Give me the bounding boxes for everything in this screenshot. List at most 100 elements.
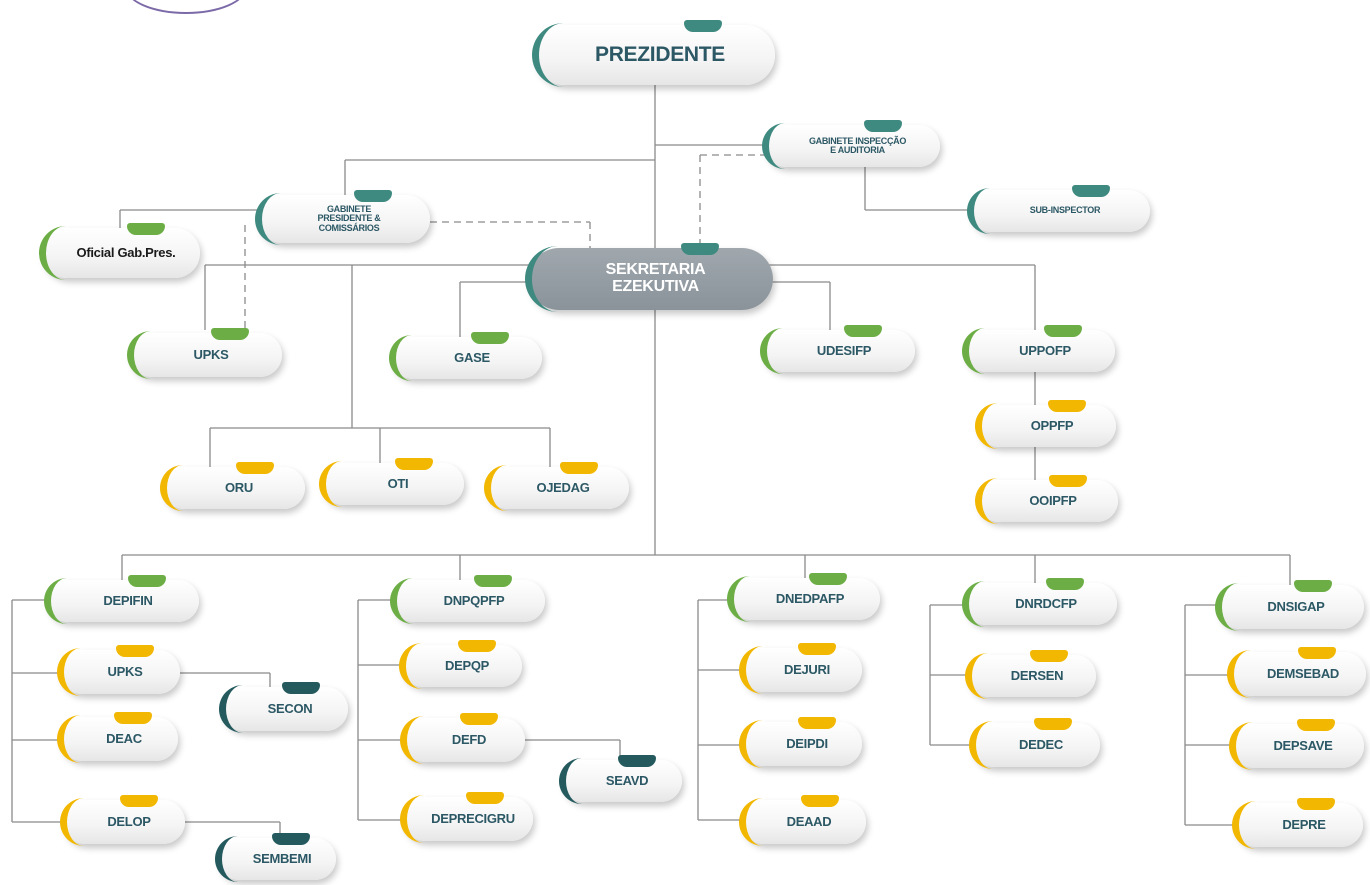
green-arc-icon [962, 328, 1038, 374]
yellow-arc-icon [975, 403, 1045, 449]
yellow-tab-icon [457, 640, 496, 652]
green-tab-icon [471, 332, 509, 344]
node-sub-inspector: SUB-INSPECTOR [967, 185, 1150, 234]
node-label: DEPRECIGRU [431, 811, 515, 827]
yellow-tab-icon [114, 712, 153, 724]
node-label: DEPQP [444, 658, 489, 674]
node-label: PREZIDENTE [594, 42, 725, 66]
node-dnedpafp: DNEDPAFP [727, 573, 880, 622]
node-defd: DEFD [400, 713, 525, 764]
node-label: DEIPDI [786, 736, 828, 752]
node-label: DNSIGAP [1267, 599, 1325, 615]
node-dejuri: DEJURI [739, 643, 862, 694]
node-upks-top: UPKS [127, 328, 282, 379]
yellow-tab-icon [460, 713, 499, 725]
node-depifin: DEPIFIN [44, 575, 199, 624]
node-label: SEKRETARIA EZEKUTIVA [605, 261, 706, 295]
node-label: DERSEN [1010, 668, 1064, 684]
teal-tab-icon [354, 190, 393, 202]
yellow-arc-icon [57, 715, 118, 763]
yellow-tab-icon [1296, 798, 1335, 810]
dark-arc-icon [219, 685, 284, 733]
green-tab-icon [473, 575, 512, 587]
dark-arc-icon [559, 758, 621, 804]
node-label: DEMSEBAD [1267, 666, 1339, 682]
node-dnrdcfp: DNRDCFP [962, 578, 1117, 627]
node-gabinete-presidente: GABINETE PRESIDENTE & COMISSÁRIOS [255, 190, 430, 245]
teal-tab-icon [1072, 185, 1111, 197]
node-label: OOIPFP [1029, 493, 1077, 509]
yellow-arc-icon [1232, 801, 1298, 849]
node-depre: DEPRE [1232, 798, 1363, 849]
teal-arc-icon [525, 246, 645, 312]
node-label: ORU [225, 480, 253, 496]
green-arc-icon [389, 335, 465, 381]
teal-tab-icon [684, 20, 723, 32]
node-deac: DEAC [57, 712, 178, 763]
yellow-tab-icon [1047, 400, 1086, 412]
teal-tab-icon [681, 243, 720, 255]
node-label: DNPQPFP [443, 593, 505, 609]
node-delop: DELOP [60, 795, 185, 846]
node-label: GABINETE PRESIDENTE & COMISSÁRIOS [317, 203, 381, 233]
green-arc-icon [1215, 583, 1289, 631]
green-tab-icon [210, 328, 249, 340]
green-arc-icon [44, 578, 121, 624]
yellow-tab-icon [1033, 718, 1072, 730]
node-label: DEPSAVE [1273, 738, 1333, 754]
node-label: DEDEC [1018, 737, 1063, 753]
node-label: DNEDPAFP [775, 591, 845, 607]
node-deipdi: DEIPDI [739, 717, 862, 768]
green-tab-icon [1044, 325, 1082, 337]
node-oficial-gab: Oficial Gab.Pres. [39, 223, 200, 280]
yellow-tab-icon [1296, 719, 1335, 731]
yellow-tab-icon [394, 458, 433, 470]
green-arc-icon [390, 578, 467, 624]
node-udesifp: UDESIFP [760, 325, 915, 374]
yellow-arc-icon [965, 653, 1031, 699]
yellow-arc-icon [484, 465, 556, 511]
teal-arc-icon [762, 123, 850, 169]
yellow-tab-icon [235, 462, 274, 474]
node-secon: SECON [219, 682, 348, 733]
node-depqp: DEPQP [399, 640, 522, 689]
node-deaad: DEAAD [739, 795, 866, 846]
yellow-tab-icon [466, 792, 505, 804]
green-arc-icon [39, 226, 119, 280]
node-label: SEMBEMI [252, 851, 312, 867]
node-demsebad: DEMSEBAD [1227, 647, 1366, 698]
node-label: DEJURI [784, 662, 830, 678]
node-label: DELOP [107, 814, 151, 830]
teal-tab-icon [863, 120, 902, 132]
node-upks: UPKS [57, 645, 180, 696]
node-label: OTI [387, 476, 409, 492]
node-label: Oficial Gab.Pres. [76, 245, 176, 261]
node-label: OJEDAG [536, 480, 590, 496]
yellow-tab-icon [797, 717, 836, 729]
node-dersen: DERSEN [965, 650, 1096, 699]
node-label: DEAC [106, 731, 142, 747]
yellow-arc-icon [400, 795, 467, 843]
node-oppfp: OPPFP [975, 400, 1116, 449]
node-dnsigap: DNSIGAP [1215, 580, 1364, 631]
node-label: DEAAD [786, 814, 832, 830]
teal-arc-icon [255, 193, 341, 245]
yellow-arc-icon [739, 720, 801, 768]
node-oru: ORU [160, 462, 305, 511]
node-sekretaria: SEKRETARIA EZEKUTIVA [525, 243, 773, 312]
node-ooipfp: OOIPFP [975, 475, 1118, 524]
dark-arc-icon [215, 836, 276, 882]
node-label: SUB-INSPECTOR [1029, 205, 1101, 216]
node-sembemi: SEMBEMI [215, 833, 336, 882]
yellow-arc-icon [739, 798, 803, 846]
green-tab-icon [843, 325, 882, 337]
teal-arc-icon [967, 188, 1057, 234]
yellow-tab-icon [1298, 647, 1337, 659]
dark-tab-icon [282, 682, 321, 694]
yellow-arc-icon [975, 478, 1046, 524]
node-oti: OTI [319, 458, 464, 507]
node-label: OPPFP [1030, 418, 1074, 434]
green-arc-icon [127, 331, 204, 379]
node-uppofp: UPPOFP [962, 325, 1115, 374]
